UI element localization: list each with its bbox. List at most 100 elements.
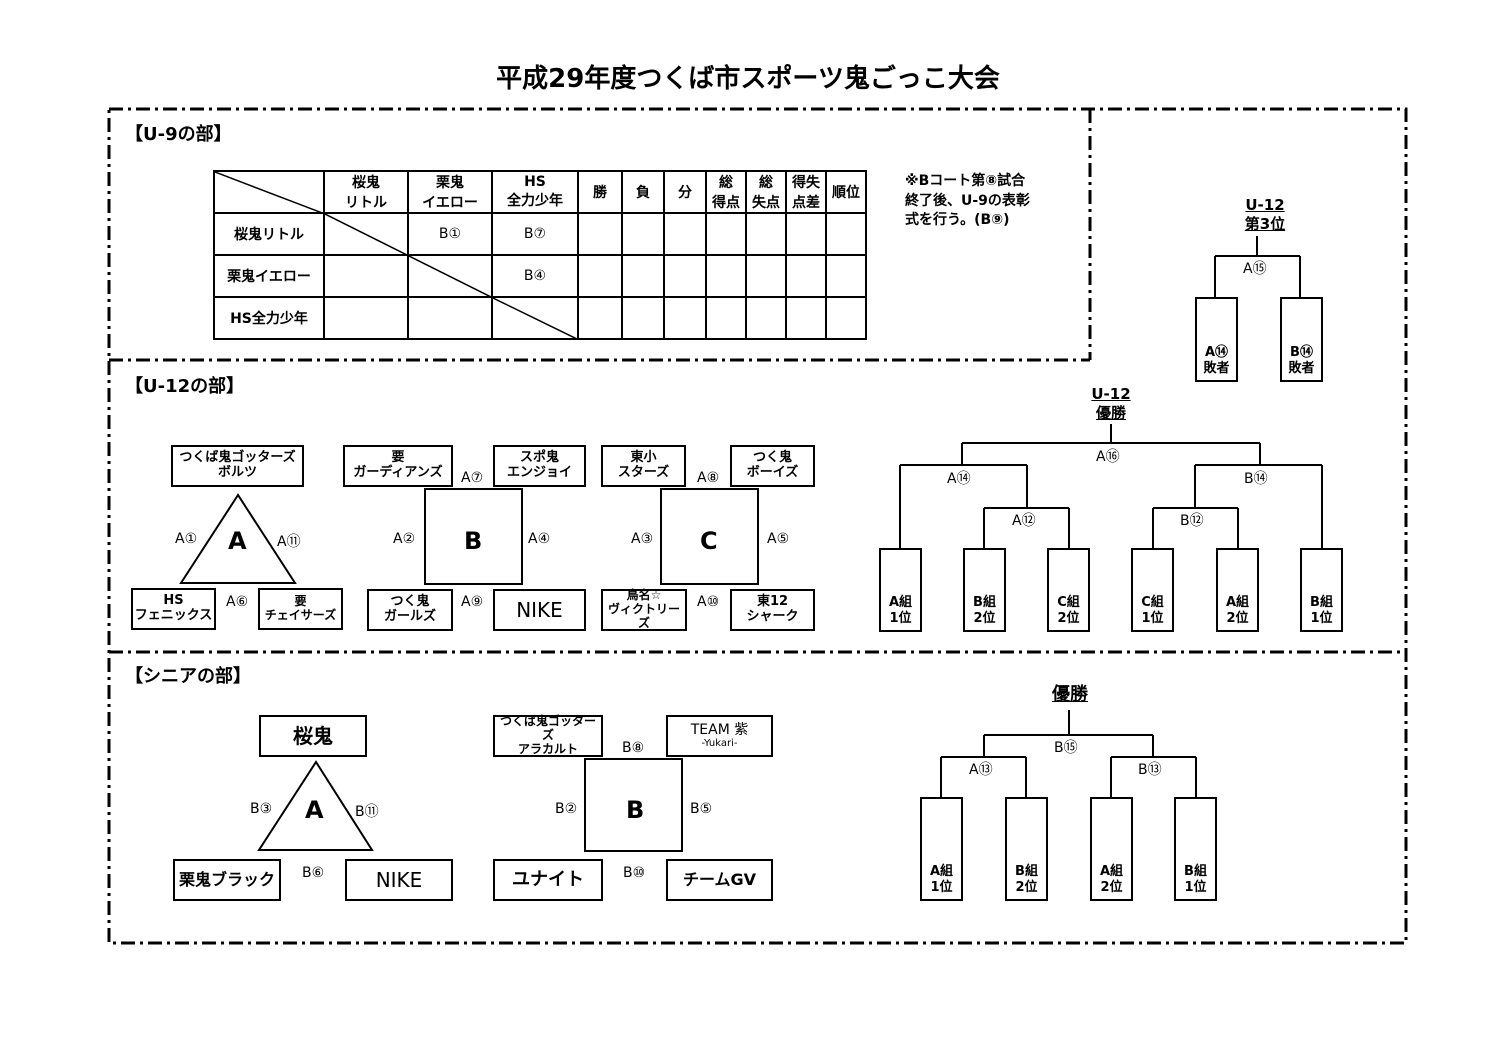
u9-note: ※Bコート第⑧試合 終了後、U-9の表彰 式を行う。(B⑨) [905, 173, 1030, 229]
u9-heading: 【U-9の部】 [125, 124, 232, 145]
team-box: 東小 スターズ [601, 445, 686, 487]
u9-self-cell [491, 296, 579, 340]
bracket-slot: B組 1位 [1300, 548, 1343, 632]
match-label: B⑬ [1138, 762, 1162, 778]
team-box: HS フェニックス [131, 588, 216, 630]
u9-cell: B④ [491, 254, 579, 298]
u9-col-header: 勝 [577, 170, 623, 214]
team-box: 桜鬼 [259, 715, 367, 757]
group-letter: C [700, 527, 718, 555]
team-box: 栗鬼ブラック [173, 859, 281, 901]
team-subname: -Yukari- [701, 738, 738, 750]
team-box: つく鬼 ボーイズ [730, 445, 815, 487]
u9-row-name: 桜鬼リトル [213, 212, 325, 256]
team-box: 要 ガーディアンズ [343, 445, 453, 487]
u12-third-title: U-12 第3位 [1244, 196, 1286, 233]
u9-col-header: 総 失点 [745, 170, 787, 214]
match-label: A⑬ [969, 762, 993, 778]
match-label: A⑦ [461, 470, 484, 486]
bracket-slot: A組 2位 [1216, 548, 1259, 632]
table-row: HS全力少年 [213, 296, 867, 340]
bracket-slot: A組 1位 [920, 797, 963, 901]
match-label: B⑪ [355, 804, 379, 820]
table-row: 桜鬼リトル B① B⑦ [213, 212, 867, 256]
team-name: TEAM 紫 [690, 722, 749, 739]
group-letter: B [464, 527, 483, 555]
bracket-slot: B組 2位 [1005, 797, 1048, 901]
team-box: スポ鬼 エンジョイ [493, 445, 586, 487]
team-box: ユナイト [493, 859, 603, 901]
match-label: A④ [528, 531, 551, 547]
match-label: B⑭ [1244, 471, 1268, 487]
u9-col-header: 総 得点 [705, 170, 747, 214]
team-box: つく鬼 ガールズ [367, 589, 453, 631]
group-letter: B [626, 796, 645, 824]
team-box: チームGV [666, 859, 773, 901]
bracket-slot: B組 2位 [963, 548, 1006, 632]
bracket-slot: A組 1位 [879, 548, 922, 632]
u9-corner-cell [213, 170, 325, 214]
u9-self-cell [407, 254, 493, 298]
match-label: A② [393, 531, 416, 547]
u9-cell: B① [407, 212, 493, 256]
match-label: B⑥ [302, 865, 325, 881]
match-label: A⑫ [1012, 513, 1036, 529]
u9-table: 桜鬼 リトル 栗鬼 イエロー HS 全力少年 勝 負 分 総 得点 総 失点 得… [213, 170, 867, 340]
u9-cell [323, 296, 409, 340]
match-label: A⑭ [947, 471, 971, 487]
team-box: 東12 シャーク [730, 589, 815, 631]
match-label: B② [555, 801, 578, 817]
match-label: A③ [631, 531, 654, 547]
group-letter: A [305, 796, 324, 824]
team-box: TEAM 紫 -Yukari- [666, 715, 773, 757]
match-label: A⑯ [1096, 449, 1120, 465]
u9-col-header: 分 [663, 170, 707, 214]
page-title: 平成29年度つくば市スポーツ鬼ごっこ大会 [496, 64, 1000, 94]
group-letter: A [228, 527, 247, 555]
match-label: A⑤ [767, 531, 790, 547]
team-box: NIKE [345, 859, 453, 901]
senior-final-title: 優勝 [1052, 684, 1088, 705]
bracket-slot: C組 2位 [1047, 548, 1090, 632]
u9-self-cell [323, 212, 409, 256]
match-label: B③ [250, 801, 273, 817]
team-box: 鳥名☆ ヴィクトリーズ [601, 588, 687, 631]
bracket-slot: A⑭ 敗者 [1195, 297, 1238, 382]
u9-col-header: 得失 点差 [785, 170, 827, 214]
match-label: A⑥ [226, 594, 249, 610]
team-box: NIKE [493, 589, 586, 631]
u9-cell [323, 254, 409, 298]
u9-cell [407, 296, 493, 340]
match-label: A① [175, 531, 198, 547]
match-label: B⑮ [1054, 740, 1078, 756]
match-label: B⑤ [690, 801, 713, 817]
match-label: A⑨ [461, 594, 484, 610]
match-label: A⑪ [277, 534, 301, 550]
u9-row-name: HS全力少年 [213, 296, 325, 340]
bracket-slot: B組 1位 [1174, 797, 1217, 901]
u9-col-header: 栗鬼 イエロー [407, 170, 493, 214]
u12-heading: 【U-12の部】 [125, 376, 245, 397]
u9-cell: B⑦ [491, 212, 579, 256]
bracket-slot: B⑭ 敗者 [1280, 297, 1323, 382]
senior-heading: 【シニアの部】 [125, 666, 251, 687]
match-label: A⑩ [697, 594, 720, 610]
match-label: A⑮ [1243, 261, 1267, 277]
u9-col-header: HS 全力少年 [491, 170, 579, 214]
u9-col-header: 桜鬼 リトル [323, 170, 409, 214]
bracket-slot: C組 1位 [1131, 548, 1174, 632]
match-label: A⑧ [697, 470, 720, 486]
team-box: つくば鬼ゴッターズ アラカルト [493, 714, 603, 757]
team-box: 要 チェイサーズ [258, 588, 343, 630]
match-label: B⑫ [1180, 513, 1204, 529]
bracket-slot: A組 2位 [1090, 797, 1133, 901]
match-label: B⑧ [622, 740, 645, 756]
team-box: つくば鬼ゴッターズ ボルツ [171, 445, 304, 487]
table-row: 栗鬼イエロー B④ [213, 254, 867, 298]
u9-row-name: 栗鬼イエロー [213, 254, 325, 298]
u12-final-title: U-12 優勝 [1091, 385, 1131, 422]
u9-col-header: 負 [621, 170, 665, 214]
match-label: B⑩ [623, 865, 646, 881]
